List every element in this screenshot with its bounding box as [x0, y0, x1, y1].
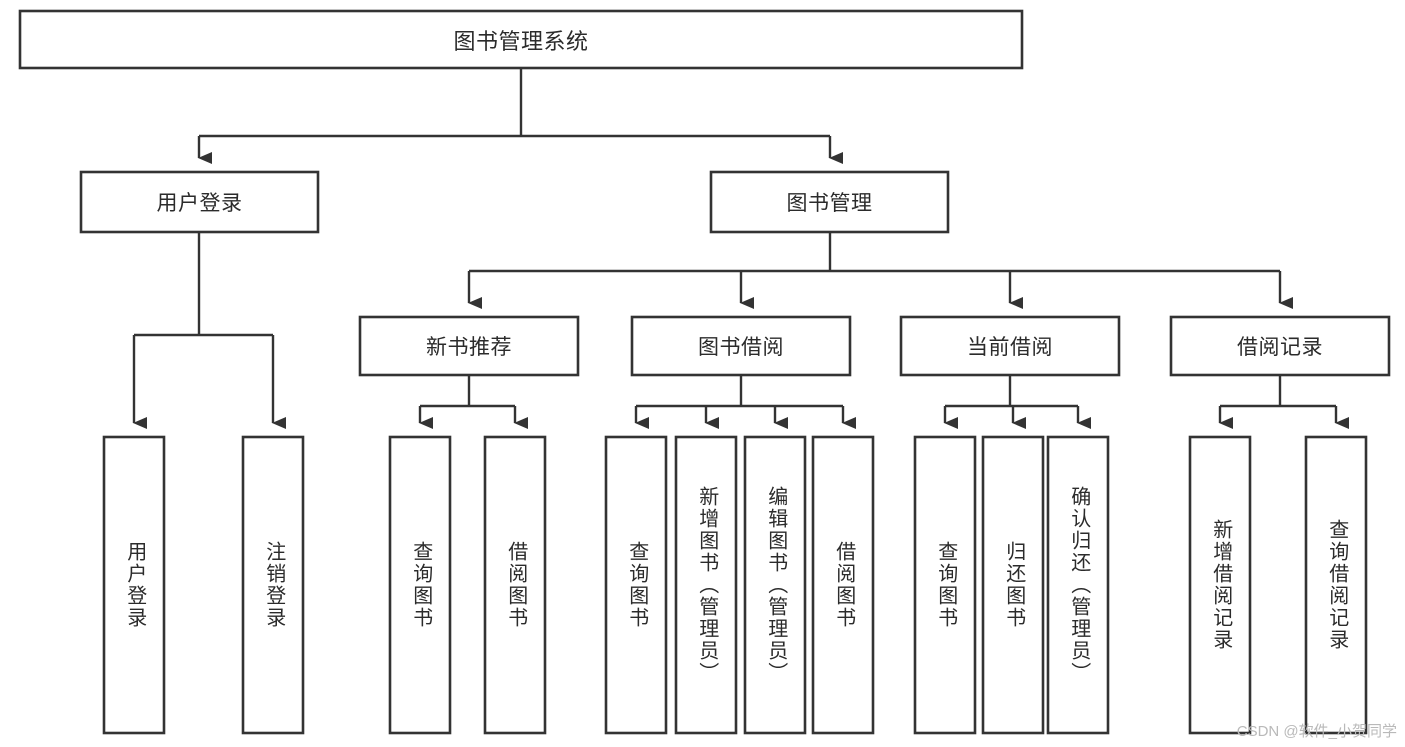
- leaf-box-new-book-0[interactable]: [388, 435, 452, 735]
- leaf-box-new-book-1[interactable]: [483, 435, 547, 735]
- leaf-box-book-borrow-3[interactable]: [811, 435, 875, 735]
- leaf-box-current-borrow-1[interactable]: [981, 435, 1045, 735]
- leaf-box-current-borrow-0[interactable]: [913, 435, 977, 735]
- leaf-box-book-borrow-0[interactable]: [604, 435, 668, 735]
- node-box-new-book[interactable]: [358, 315, 580, 377]
- leaf-box-borrow-record-1[interactable]: [1304, 435, 1368, 735]
- leaf-box-book-borrow-1[interactable]: [674, 435, 738, 735]
- root-node-box[interactable]: [18, 9, 1024, 70]
- node-box-borrow-record[interactable]: [1169, 315, 1391, 377]
- node-box-book-borrow[interactable]: [630, 315, 852, 377]
- leaf-box-borrow-record-0[interactable]: [1188, 435, 1252, 735]
- leaf-box-current-borrow-2[interactable]: [1046, 435, 1110, 735]
- leaf-box-book-borrow-2[interactable]: [743, 435, 807, 735]
- leaf-box-user-login-1[interactable]: [241, 435, 305, 735]
- leaf-box-user-login-0[interactable]: [102, 435, 166, 735]
- node-box-book-manage[interactable]: [709, 170, 950, 234]
- node-box-current-borrow[interactable]: [899, 315, 1121, 377]
- node-box-user-login[interactable]: [79, 170, 320, 234]
